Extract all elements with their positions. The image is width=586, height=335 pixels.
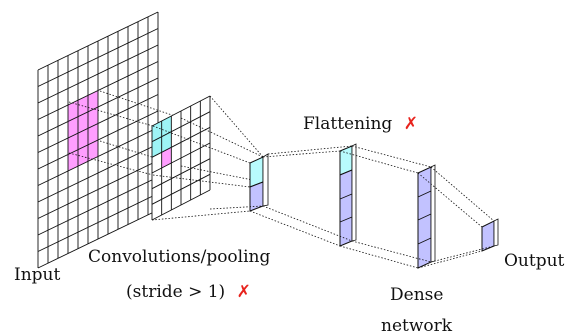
input-highlight-cell <box>78 111 88 134</box>
feature-vector-1 <box>249 153 269 212</box>
input-label: Input <box>14 265 60 285</box>
vector-2-lavender-segment <box>339 169 353 247</box>
input-grid-line <box>37 176 159 236</box>
projection-conv-to-vector <box>152 117 264 188</box>
conv-highlight-cell <box>161 131 172 153</box>
input-highlight-cell <box>88 107 98 129</box>
conv-highlight-cell <box>161 147 172 168</box>
conv-feature-map <box>151 95 211 221</box>
conv-label: Convolutions/pooling <box>88 247 270 267</box>
dense-connections <box>151 95 495 269</box>
conv-grid-line <box>151 189 211 221</box>
input-highlight-cell <box>78 128 88 150</box>
input-grid <box>37 11 159 269</box>
stride-label: (stride > 1) ✗ <box>126 282 251 302</box>
conv-highlight-cell <box>161 116 172 137</box>
vector-1-side <box>262 153 269 207</box>
input-grid-line <box>37 209 159 269</box>
input-highlight-cell <box>68 116 78 138</box>
stride-text: (stride > 1) <box>126 282 225 302</box>
flattening-cross-mark: ✗ <box>404 114 418 134</box>
input-highlight-cell <box>68 133 78 155</box>
input-highlight-cell <box>88 140 98 162</box>
feature-vector-2 <box>339 143 357 247</box>
input-highlight-cell <box>88 123 98 145</box>
input-highlight-cell <box>78 144 88 167</box>
output-node <box>481 218 499 252</box>
stride-cross-mark: ✗ <box>237 282 251 302</box>
flattening-label: Flattening ✗ <box>303 114 418 134</box>
dense-label: Dense <box>390 285 443 305</box>
input-highlight-cell <box>88 90 98 112</box>
vector-2-side <box>351 143 357 242</box>
conv-highlight-cell <box>152 136 162 158</box>
network-label: network <box>381 316 453 335</box>
input-grid-line <box>37 193 159 252</box>
output-side <box>493 218 499 247</box>
flattening-text: Flattening <box>303 114 392 134</box>
dense-layer-side <box>430 164 436 263</box>
output-label: Output <box>504 251 565 271</box>
conv-grid-line <box>151 173 211 205</box>
input-highlight-cell <box>68 100 78 122</box>
